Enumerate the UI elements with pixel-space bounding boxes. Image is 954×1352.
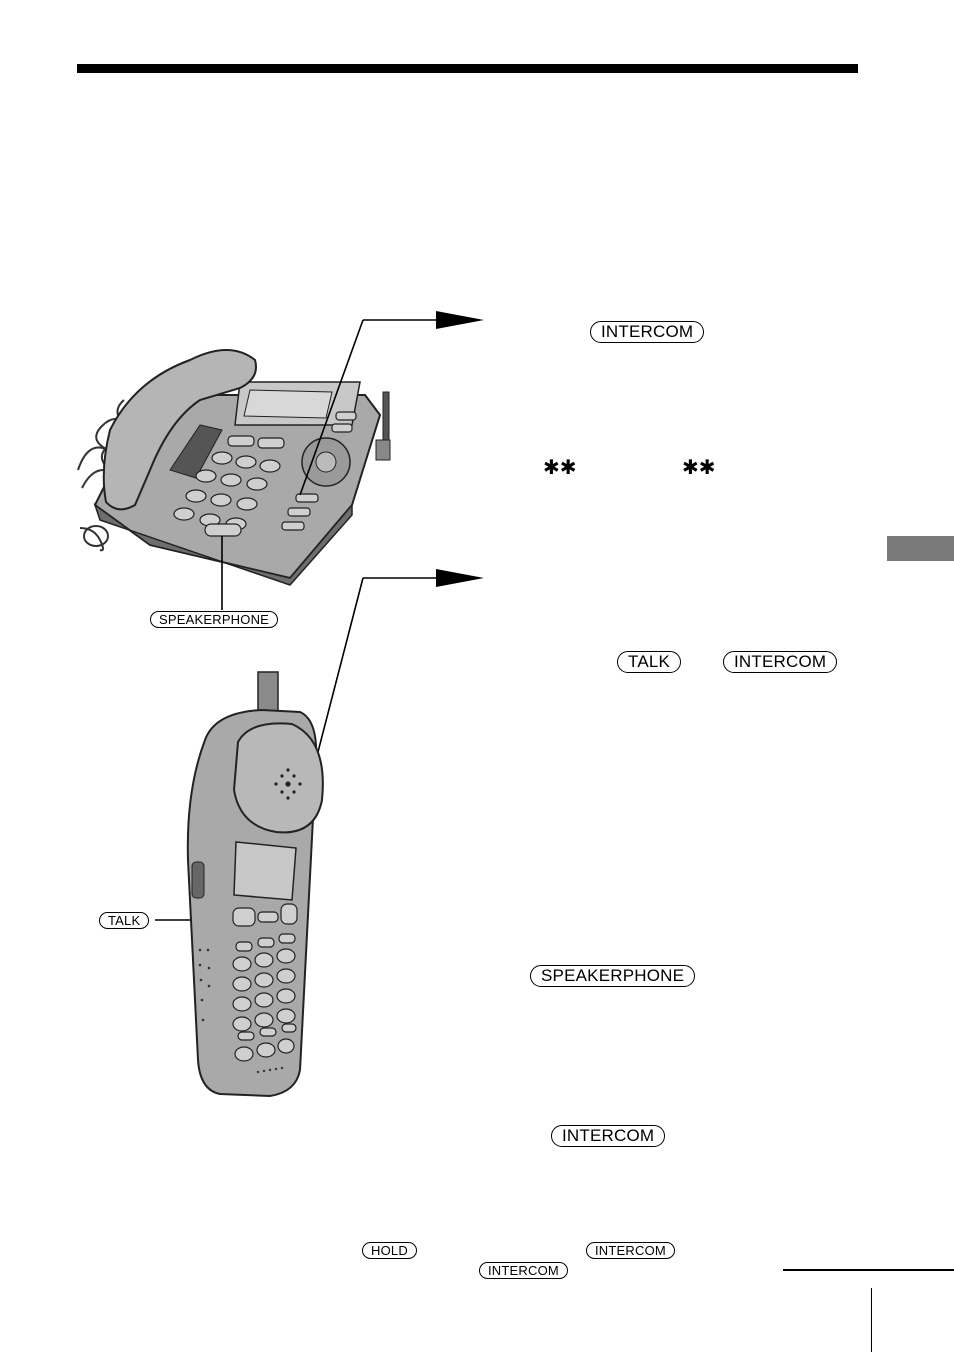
intercom-button-label-5: INTERCOM: [479, 1262, 568, 1279]
footer-divider: [871, 1288, 872, 1352]
speakerphone-button-label-base: SPEAKERPHONE: [150, 611, 279, 628]
hold-button-label: HOLD: [362, 1242, 417, 1259]
intercom-button-label-3: INTERCOM: [551, 1125, 666, 1147]
footer-rule: [783, 1269, 954, 1271]
header-rule: [77, 64, 858, 73]
talk-button-label-1: TALK: [617, 651, 682, 673]
star-star-symbol-1: ✱✱: [543, 455, 577, 479]
intercom-button-label-2: INTERCOM: [723, 651, 838, 673]
intercom-button-label-4: INTERCOM: [586, 1242, 675, 1259]
intercom-button-label-1: INTERCOM: [590, 321, 705, 343]
corded-handset: [102, 349, 257, 511]
speakerphone-button-label: SPEAKERPHONE: [530, 965, 696, 987]
star-star-symbol-2: ✱✱: [682, 455, 716, 479]
talk-button-label-handset: TALK: [99, 912, 150, 929]
section-tab: [887, 536, 954, 561]
